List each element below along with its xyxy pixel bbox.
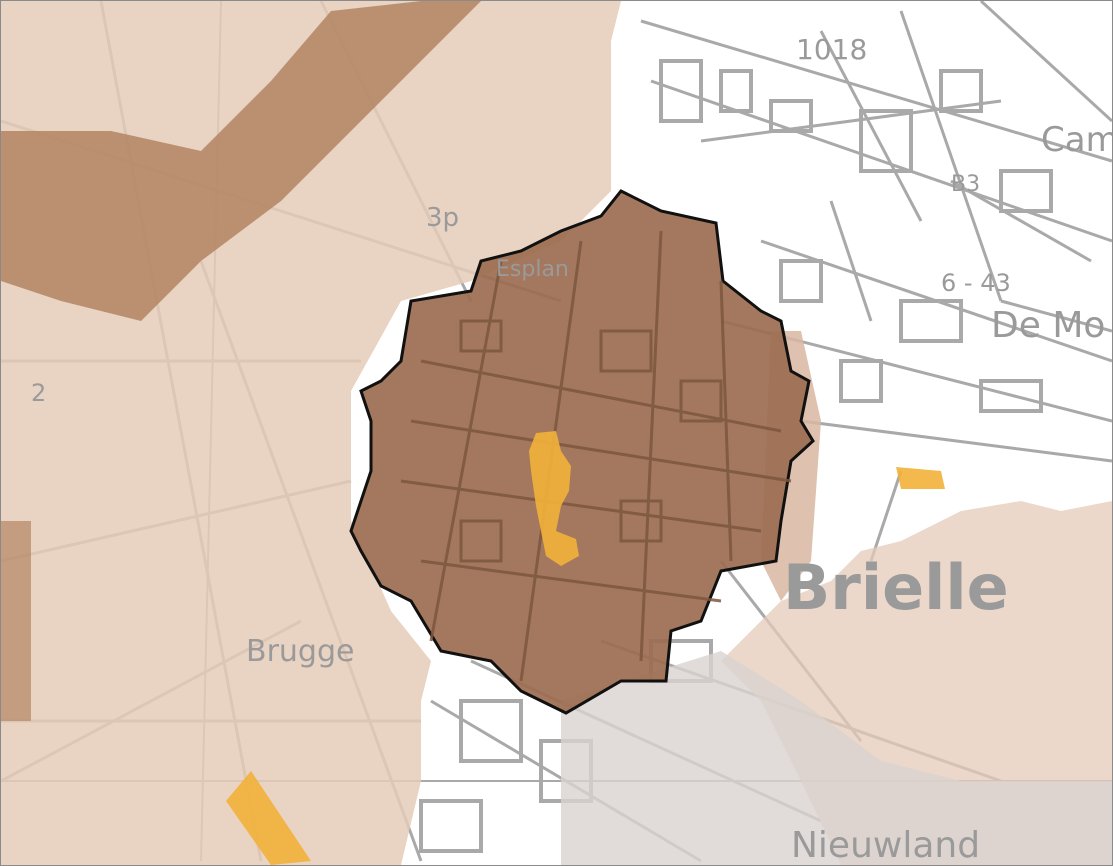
overlay-band-dark — [1, 1, 481, 321]
label-de-mo: De Mo — [991, 305, 1105, 346]
overlay-region-grey-south — [561, 651, 1112, 865]
label-b3: B3 — [951, 172, 980, 197]
fortress-street-pattern — [400, 230, 792, 682]
label-brugge: Brugge — [246, 634, 354, 669]
highlight-east-feature[interactable] — [896, 467, 945, 489]
label-6-43: 6 - 43 — [941, 269, 1011, 297]
highlight-south-west-strip[interactable] — [226, 771, 311, 865]
label-3p: 3p — [426, 203, 459, 233]
label-nieuwland: Nieuwland — [791, 825, 980, 865]
label-2: 2 — [31, 379, 46, 407]
overlay-band-dark-2 — [1, 521, 31, 721]
label-brielle: Brielle — [783, 551, 1009, 624]
highlight-central-church[interactable] — [529, 431, 579, 566]
label-camp: Camp — [1041, 120, 1112, 160]
label-esplan: Esplan — [496, 257, 569, 282]
label-1018: 1018 — [796, 33, 867, 66]
